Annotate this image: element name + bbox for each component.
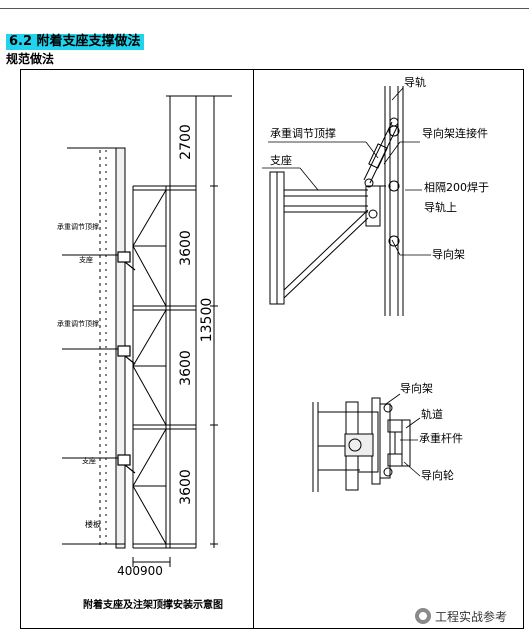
watermark-text: 工程实战参考 — [435, 609, 508, 624]
label-floor-slab: 楼板 — [85, 519, 101, 529]
label-support-strut-upper: 承重调节顶撑 — [57, 222, 99, 231]
label-guide-frame-bottom: 导向架 — [400, 381, 433, 395]
label-support-upper: 支座 — [79, 255, 93, 264]
support-bracket — [269, 171, 386, 305]
dim-3600-upper: 3600 — [178, 230, 194, 266]
label-support: 支座 — [270, 153, 292, 167]
label-support-strut-lower: 承重调节顶撑 — [57, 319, 99, 328]
label-bearing-rod: 承重杆件 — [419, 431, 463, 445]
dim-13500: 13500 — [199, 298, 215, 343]
left-drawing-caption: 附着支座及注架顶撑安装示意图 — [83, 598, 223, 611]
leader-lines-bottom — [385, 393, 421, 477]
drawing-frame — [20, 69, 524, 629]
left-drawing — [62, 95, 232, 567]
label-guide-frame-top: 导向架 — [432, 247, 465, 261]
adjustable-strut — [363, 117, 399, 188]
top-right-drawing — [262, 86, 431, 316]
dim-400900: 400900 — [117, 564, 163, 578]
guide-rail — [384, 86, 404, 316]
bottom-right-drawing — [312, 393, 421, 492]
label-connector: 导向架连接件 — [422, 126, 488, 140]
scaffold-frame — [132, 95, 232, 549]
dim-3600-lower: 3600 — [178, 469, 194, 505]
dimension-lines — [132, 96, 218, 567]
label-weld-line2: 导轨上 — [424, 200, 457, 214]
label-guide-wheel: 导向轮 — [421, 468, 454, 482]
label-weld-line1: 相隔200焊于 — [424, 180, 489, 194]
support-brackets — [117, 251, 136, 474]
leader-lines — [262, 87, 431, 256]
floor-slabs — [62, 254, 125, 545]
building-wall — [67, 147, 126, 549]
guide-assembly — [312, 397, 411, 492]
sub-heading: 规范做法 — [6, 52, 55, 66]
frame-divider — [253, 69, 254, 629]
label-track: 轨道 — [421, 407, 443, 421]
section-heading: 6.2 附着支座支撑做法 — [6, 34, 144, 50]
wechat-logo-icon — [415, 608, 431, 624]
top-rule — [0, 8, 529, 9]
watermark: 工程实战参考 — [415, 607, 508, 625]
label-guide-rail: 导轨 — [404, 75, 426, 89]
dim-2700: 2700 — [178, 124, 194, 160]
label-support-lower: 支座 — [82, 456, 96, 465]
label-adjustable-strut: 承重调节顶撑 — [270, 126, 336, 140]
dim-3600-middle: 3600 — [178, 350, 194, 386]
